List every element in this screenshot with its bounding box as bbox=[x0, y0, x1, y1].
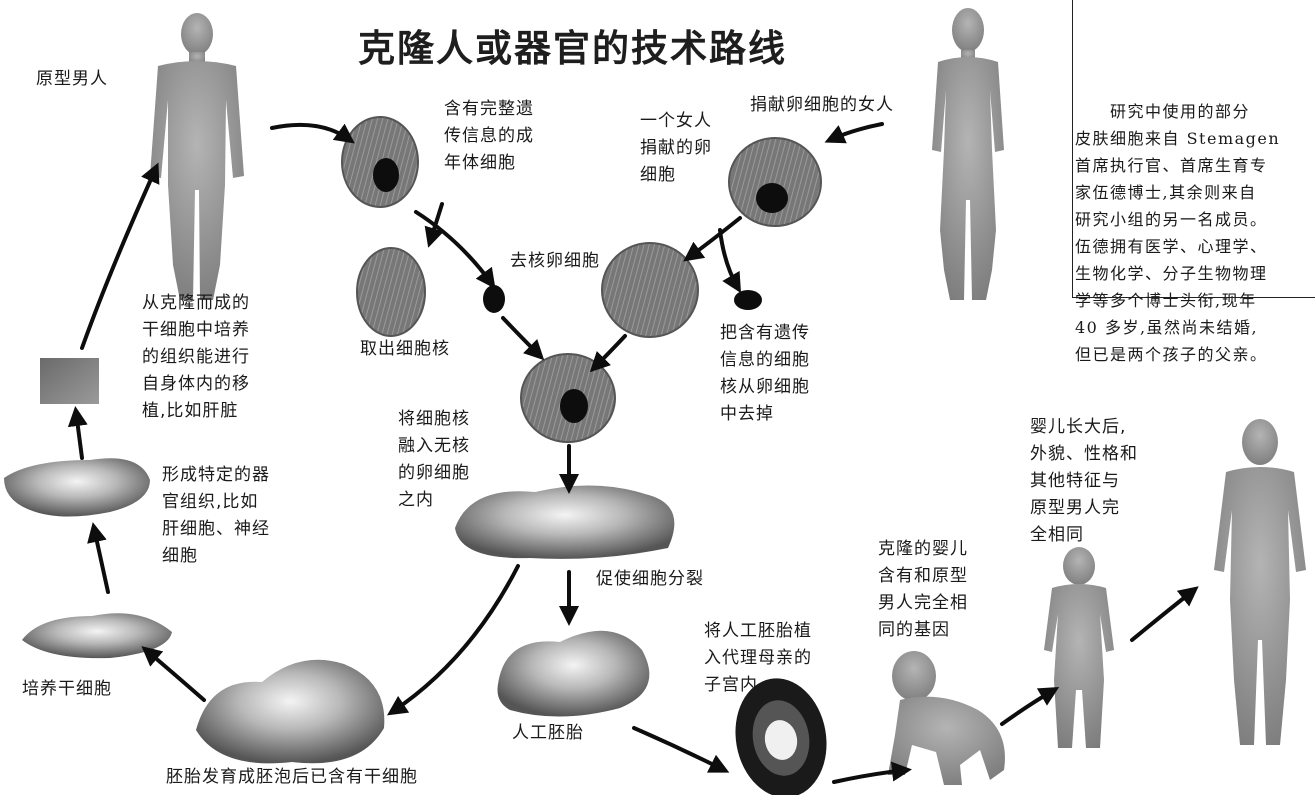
arrow-woman-to-egg bbox=[830, 124, 882, 140]
label-culture-stem-cells: 培养干细胞 bbox=[22, 676, 112, 703]
donated-egg-cell bbox=[729, 138, 821, 226]
adult-somatic-cell bbox=[342, 117, 418, 207]
label-egg-donor-woman: 捐献卵细胞的女人 bbox=[750, 92, 894, 119]
diagram-title: 克隆人或器官的技术路线 bbox=[358, 18, 787, 72]
arrow-egg-to-enucleated bbox=[688, 218, 740, 258]
arrow-organ-to-transplant bbox=[76, 412, 82, 458]
egg-donor-woman-figure bbox=[932, 8, 1004, 300]
label-artificial-embryo: 人工胚胎 bbox=[512, 720, 584, 747]
label-implant-embryo: 将人工胚胎植 入代理母亲的 子宫内 bbox=[704, 618, 812, 699]
arrow-cell-to-nucleus bbox=[416, 212, 492, 284]
label-extract-nucleus: 取出细胞核 bbox=[360, 336, 450, 363]
label-grown-baby: 婴儿长大后, 外貌、性格和 其他特征与 原型男人完 全相同 bbox=[1030, 414, 1138, 549]
cloned-baby-figure bbox=[888, 651, 1005, 785]
arrow-baby-to-boy bbox=[1002, 690, 1054, 724]
cell-without-nucleus bbox=[357, 248, 425, 336]
bio-text: 研究中使用的部分 皮肤细胞来自 Stemagen 首席执行官、首席生育专 家伍德… bbox=[1075, 98, 1315, 368]
arrow-man-to-cell bbox=[272, 125, 350, 140]
removed-egg-nucleus bbox=[734, 290, 762, 310]
label-donated-egg: 一个女人 捐献的卵 细胞 bbox=[640, 108, 712, 189]
label-specific-organ-tissue: 形成特定的器 官组织,比如 肝细胞、神经 细胞 bbox=[162, 462, 270, 570]
arrow-enucleated-to-fused bbox=[594, 336, 625, 368]
label-enucleated-egg: 去核卵细胞 bbox=[510, 248, 600, 275]
arrow-stem-to-organ bbox=[94, 528, 108, 592]
label-blastocyst: 胚胎发育成胚泡后已含有干细胞 bbox=[166, 764, 418, 791]
extracted-nucleus bbox=[483, 285, 505, 313]
label-fuse-nucleus: 将细胞核 融入无核 的卵细胞 之内 bbox=[398, 406, 470, 514]
enucleated-egg-cell bbox=[602, 243, 698, 337]
arrow-nucleus-to-fused bbox=[503, 318, 540, 356]
organ-tissue-image bbox=[4, 458, 150, 516]
grown-boy-figure bbox=[1044, 547, 1114, 748]
arrow-embryo-to-uterus bbox=[634, 728, 724, 770]
grown-man-figure bbox=[1214, 419, 1306, 745]
arrow-boy-to-man bbox=[1132, 590, 1194, 640]
label-stem-cell-transplant: 从克隆而成的 干细胞中培养 的组织能进行 自身体内的移 植,比如肝脏 bbox=[142, 290, 250, 425]
label-remove-nucleus: 把含有遗传 信息的细胞 核从卵细胞 中去掉 bbox=[720, 320, 810, 428]
arrow-egg-to-removed-nucleus bbox=[720, 230, 738, 288]
dividing-cell-mass bbox=[455, 485, 674, 558]
label-adult-cell: 含有完整遗 传信息的成 年体细胞 bbox=[444, 96, 534, 177]
arrow-blastocyst-to-stem bbox=[146, 650, 204, 700]
transplant-tissue-image bbox=[40, 358, 99, 404]
blastocyst-image bbox=[196, 660, 384, 764]
label-promote-division: 促使细胞分裂 bbox=[596, 566, 704, 593]
artificial-embryo-image bbox=[498, 631, 650, 717]
prototype-man-figure bbox=[150, 13, 244, 300]
fused-egg-cell bbox=[521, 354, 615, 442]
label-prototype-man: 原型男人 bbox=[36, 66, 108, 93]
arrow-uterus-to-baby bbox=[834, 770, 906, 782]
label-cloned-baby: 克隆的婴儿 含有和原型 男人完全相 同的基因 bbox=[878, 536, 968, 644]
